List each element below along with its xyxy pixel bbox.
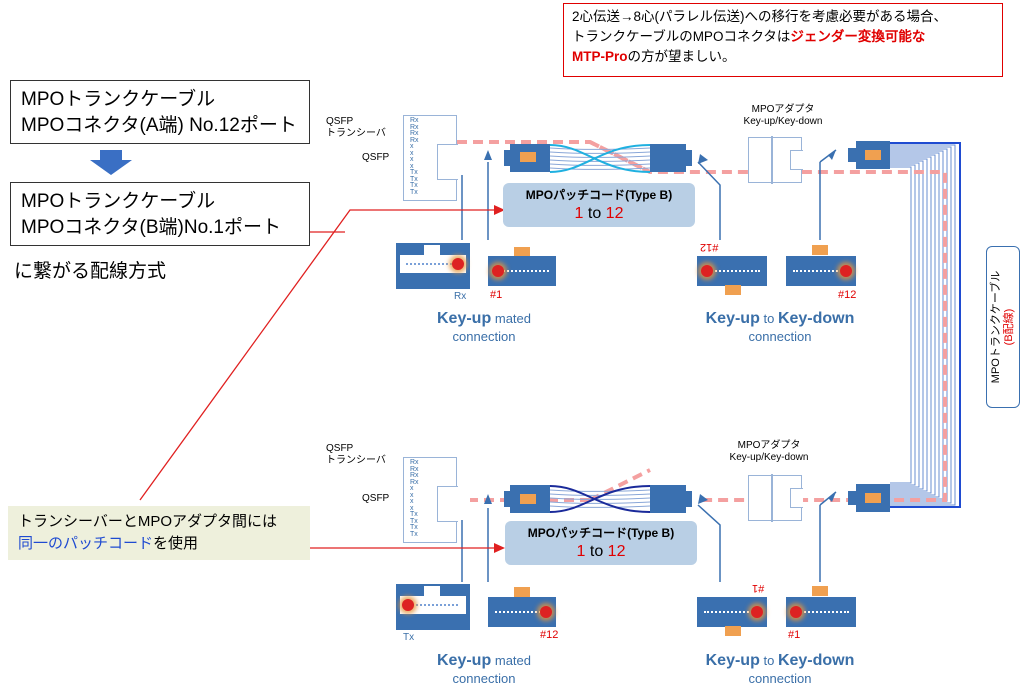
fiber-label: Tx [410,188,418,196]
top-patch-connector-left [510,144,550,172]
top-patch-cord-label: MPOパッチコード(Type B) 1 to 12 [503,183,695,227]
note-box: 2心伝送→8心(パラレル伝送)への移行を考慮必要がある場合、 トランクケーブルの… [563,3,1003,77]
wiring-caption: に繋がる配線方式 [14,261,167,282]
fiber-label: x [410,149,414,157]
bottom-patch-connector-left [510,485,550,513]
bottom-label-n1-flipped: #1 [752,582,765,594]
callout-box: トランシーバーとMPOアダプタ間には 同一のパッチコードを使用 [8,506,310,560]
fiber-label: Rx [410,465,419,473]
fiber-label: Rx [410,478,419,486]
note-line-2: トランクケーブルのMPOコネクタはジェンダー変換可能な [572,29,926,44]
fiber-label: Rx [410,130,419,137]
down-arrow-icon [90,150,132,175]
trunk-b-box: MPOトランクケーブル MPOコネクタ(B端)No.1ポート [10,182,310,246]
callout-line2: 同一のパッチコードを使用 [18,535,199,552]
fiber-label: Tx [410,517,418,525]
fiber-label: x [410,498,414,505]
top-mpo-adapter [748,136,803,184]
bottom-patch-connector-right [650,485,686,513]
callout-line1: トランシーバーとMPOアダプタ間には [18,513,278,530]
top-rx-label: Rx [454,291,467,302]
fiber-label: x [410,143,414,150]
top-trunk-connector [856,141,890,169]
fiber-label: Rx [410,117,419,124]
fiber-label: x [410,162,414,170]
fiber-label: Tx [410,175,418,183]
top-patch-connector-right [650,144,686,172]
top-label-n12-flipped: #12 [700,241,719,253]
fiber-label: x [410,485,414,492]
fiber-label: Tx [410,511,418,518]
bottom-mpo-adapter [748,474,803,522]
fiber-label: x [410,156,414,163]
top-key-up-face-2 [786,256,856,286]
bottom-keydown-caption: Key-up to Key-down connection [705,652,855,686]
fiber-label: Rx [410,472,419,479]
trunk-sub-label: (B配線) [1003,308,1015,346]
note-line-3: MTP-Proの方が望ましい。 [572,49,736,64]
trunk-a-line2: MPOコネクタ(A端) No.12ポート [21,115,297,136]
top-key-up-face-1 [488,256,556,286]
fiber-label: Rx [410,123,419,131]
fiber-label: Tx [410,524,418,531]
fiber-label: Rx [410,136,419,144]
bottom-tx-label: Tx [403,632,415,643]
trunk-cable [890,144,956,506]
bottom-trunk-connector [856,484,890,512]
fiber-label: x [410,491,414,499]
trunk-b-line2: MPOコネクタ(B端)No.1ポート [21,217,281,238]
bottom-key-up-face-1 [488,597,556,627]
fiber-label: Rx [410,459,419,466]
trunk-label: MPOトランクケーブル [990,270,1002,384]
trunk-label-box: MPOトランクケーブル (B配線) [986,246,1020,408]
trunk-a-line1: MPOトランクケーブル [21,89,216,110]
bottom-key-down-face [697,597,767,627]
fiber-label: Tx [410,530,418,538]
bottom-mated-caption: Key-up mated connection [437,652,531,686]
trunk-a-box: MPOトランクケーブル MPOコネクタ(A端) No.12ポート [10,80,310,144]
fiber-label: x [410,504,414,512]
top-mated-caption: Key-up mated connection [437,310,531,344]
bottom-patch-cord-label: MPOパッチコード(Type B) 1 to 12 [505,521,697,565]
top-rx-face [396,243,470,289]
top-label-n12: #12 [838,289,857,301]
fiber-label: Tx [410,169,418,176]
trunk-b-line1: MPOトランクケーブル [21,191,216,212]
top-qsfp-label: QSFP [362,152,390,163]
top-keydown-caption: Key-up to Key-down connection [705,310,855,344]
bottom-tx-face [396,584,470,630]
bottom-qsfp-label: QSFP [362,493,390,504]
fiber-label: Tx [410,182,418,189]
patch-cord-bottom [549,489,651,508]
bottom-label-n1: #1 [788,629,801,641]
bottom-key-up-face-2 [786,597,856,627]
top-key-down-face [697,256,767,286]
note-line-1: 2心伝送→8心(パラレル伝送)への移行を考慮必要がある場合、 [572,9,948,24]
bottom-label-n12: #12 [540,629,559,641]
top-label-n1: #1 [490,289,503,301]
